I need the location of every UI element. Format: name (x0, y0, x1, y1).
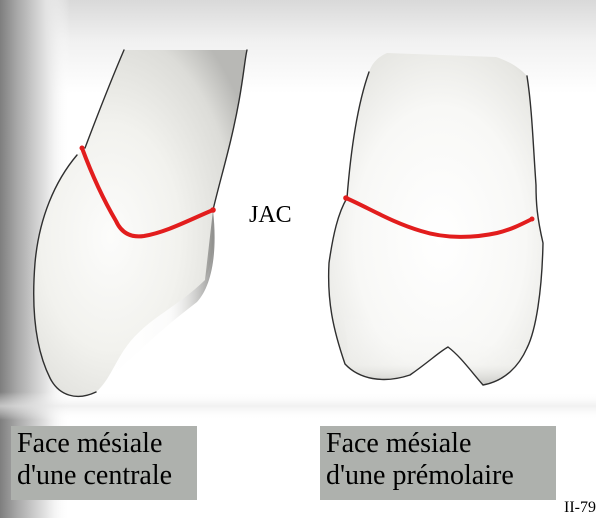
junction-label: JAC (249, 203, 292, 227)
premolar-junction-point-left (343, 195, 349, 201)
caption-premolar: Face mésiale d'une prémolaire (320, 426, 556, 500)
caption-premolar-line-2: d'une prémolaire (326, 460, 546, 492)
caption-central-incisor-line-2: d'une centrale (17, 460, 187, 492)
caption-central-incisor-line-1: Face mésiale (17, 428, 187, 460)
central-incisor-junction-point-right (210, 207, 216, 213)
page-reference: II-79 (564, 499, 596, 517)
caption-central-incisor: Face mésiale d'une centrale (11, 426, 197, 500)
page-lower-band (0, 392, 596, 420)
caption-premolar-line-1: Face mésiale (326, 428, 546, 460)
premolar-mesial-view (329, 53, 543, 385)
central-incisor-junction-point-left (80, 146, 85, 151)
premolar-junction-point-right (530, 217, 535, 222)
